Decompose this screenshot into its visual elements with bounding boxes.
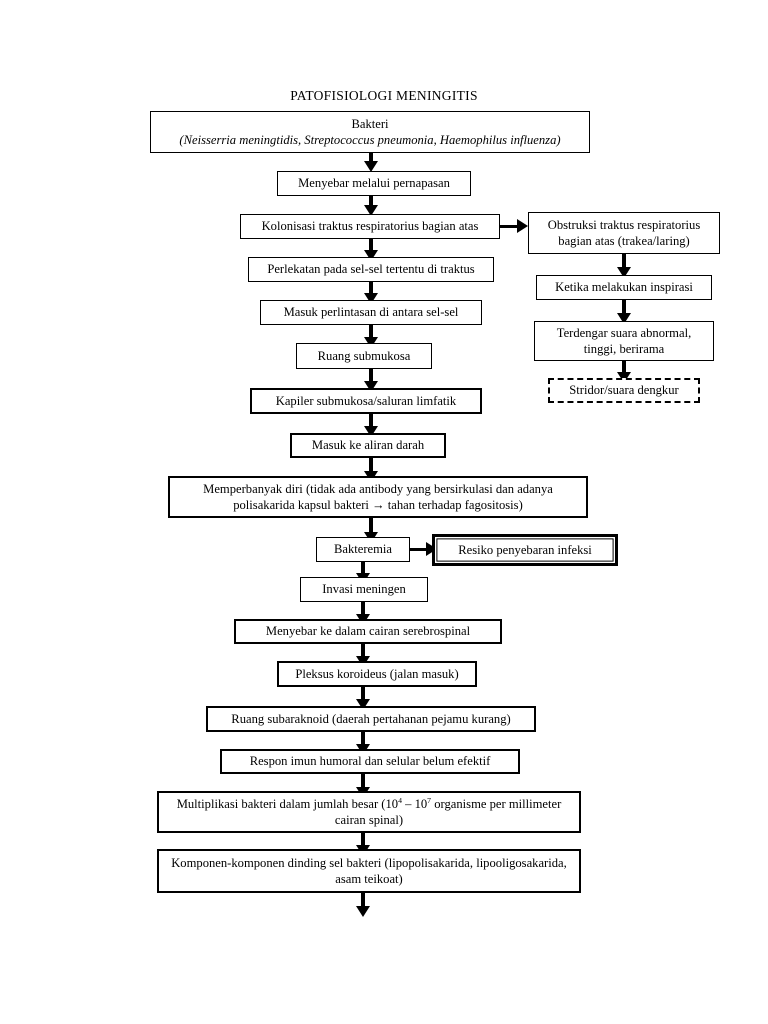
- node-perlintasan: Masuk perlintasan di antara sel-sel: [260, 300, 482, 325]
- node-memperbanyak-label: Memperbanyak diri (tidak ada antibody ya…: [203, 481, 553, 512]
- node-multiplikasi-label: Multiplikasi bakteri dalam jumlah besar …: [165, 796, 573, 828]
- node-kapiler-label: Kapiler submukosa/saluran limfatik: [275, 393, 457, 408]
- node-ruang-submukosa: Ruang submukosa: [296, 343, 432, 369]
- node-aliran-darah-label: Masuk ke aliran darah: [311, 438, 425, 453]
- node-invasi-label: Invasi meningen: [322, 582, 406, 597]
- node-pleksus: Pleksus koroideus (jalan masuk): [277, 661, 477, 687]
- node-bakteri-line2: (Neisserria meningtidis, Streptococcus p…: [179, 133, 561, 147]
- node-resiko: Resiko penyebaran infeksi: [432, 534, 618, 566]
- node-kolonisasi: Kolonisasi traktus respiratorius bagian …: [240, 214, 500, 239]
- node-stridor-label: Stridor/suara dengkur: [569, 383, 679, 398]
- node-subaraknoid: Ruang subaraknoid (daerah pertahanan pej…: [206, 706, 536, 732]
- node-multiplikasi-mid: – 10: [401, 796, 428, 811]
- node-resiko-label: Resiko penyebaran infeksi: [458, 542, 592, 557]
- node-menyebar-pernapasan: Menyebar melalui pernapasan: [277, 171, 471, 196]
- node-respon-imun-label: Respon imun humoral dan selular belum ef…: [249, 754, 491, 769]
- node-perlekatan: Perlekatan pada sel-sel tertentu di trak…: [248, 257, 494, 282]
- page-title: PATOFISIOLOGI MENINGITIS: [290, 88, 478, 103]
- node-suara-abnormal-label: Terdengar suara abnormal, tinggi, berira…: [556, 325, 692, 356]
- node-aliran-darah: Masuk ke aliran darah: [290, 433, 446, 458]
- node-bakteri-line1: Bakteri: [351, 116, 389, 131]
- node-komponen: Komponen-komponen dinding sel bakteri (l…: [157, 849, 581, 893]
- node-suara-abnormal: Terdengar suara abnormal, tinggi, berira…: [534, 321, 714, 361]
- node-multiplikasi-pre: Multiplikasi bakteri dalam jumlah besar …: [176, 796, 399, 811]
- node-multiplikasi: Multiplikasi bakteri dalam jumlah besar …: [157, 791, 581, 833]
- node-invasi: Invasi meningen: [300, 577, 428, 602]
- node-serebrospinal-label: Menyebar ke dalam cairan serebrospinal: [265, 624, 471, 639]
- node-perlekatan-label: Perlekatan pada sel-sel tertentu di trak…: [267, 262, 475, 277]
- node-kapiler: Kapiler submukosa/saluran limfatik: [250, 388, 482, 414]
- node-memperbanyak: Memperbanyak diri (tidak ada antibody ya…: [168, 476, 588, 518]
- node-inspirasi: Ketika melakukan inspirasi: [536, 275, 712, 300]
- node-bakteremia-label: Bakteremia: [333, 542, 393, 557]
- node-obstruksi-label: Obstruksi traktus respiratorius bagian a…: [547, 217, 701, 248]
- node-inspirasi-label: Ketika melakukan inspirasi: [555, 280, 693, 295]
- node-stridor: Stridor/suara dengkur: [548, 378, 700, 403]
- node-perlintasan-label: Masuk perlintasan di antara sel-sel: [283, 305, 459, 320]
- node-menyebar-pernapasan-label: Menyebar melalui pernapasan: [298, 176, 450, 191]
- node-respon-imun: Respon imun humoral dan selular belum ef…: [220, 749, 520, 774]
- node-ruang-submukosa-label: Ruang submukosa: [317, 348, 411, 363]
- node-serebrospinal: Menyebar ke dalam cairan serebrospinal: [234, 619, 502, 644]
- node-pleksus-label: Pleksus koroideus (jalan masuk): [295, 666, 459, 681]
- node-obstruksi: Obstruksi traktus respiratorius bagian a…: [528, 212, 720, 254]
- node-subaraknoid-label: Ruang subaraknoid (daerah pertahanan pej…: [231, 711, 511, 726]
- node-multiplikasi-exp2: 7: [427, 795, 432, 805]
- node-bakteremia: Bakteremia: [316, 537, 410, 562]
- node-komponen-label: Komponen-komponen dinding sel bakteri (l…: [171, 855, 567, 886]
- node-bakteri: Bakteri (Neisserria meningtidis, Strepto…: [150, 111, 590, 153]
- node-multiplikasi-post: organisme per millimeter cairan spinal): [334, 796, 562, 827]
- node-multiplikasi-exp1: 4: [398, 795, 402, 805]
- node-kolonisasi-label: Kolonisasi traktus respiratorius bagian …: [261, 219, 479, 234]
